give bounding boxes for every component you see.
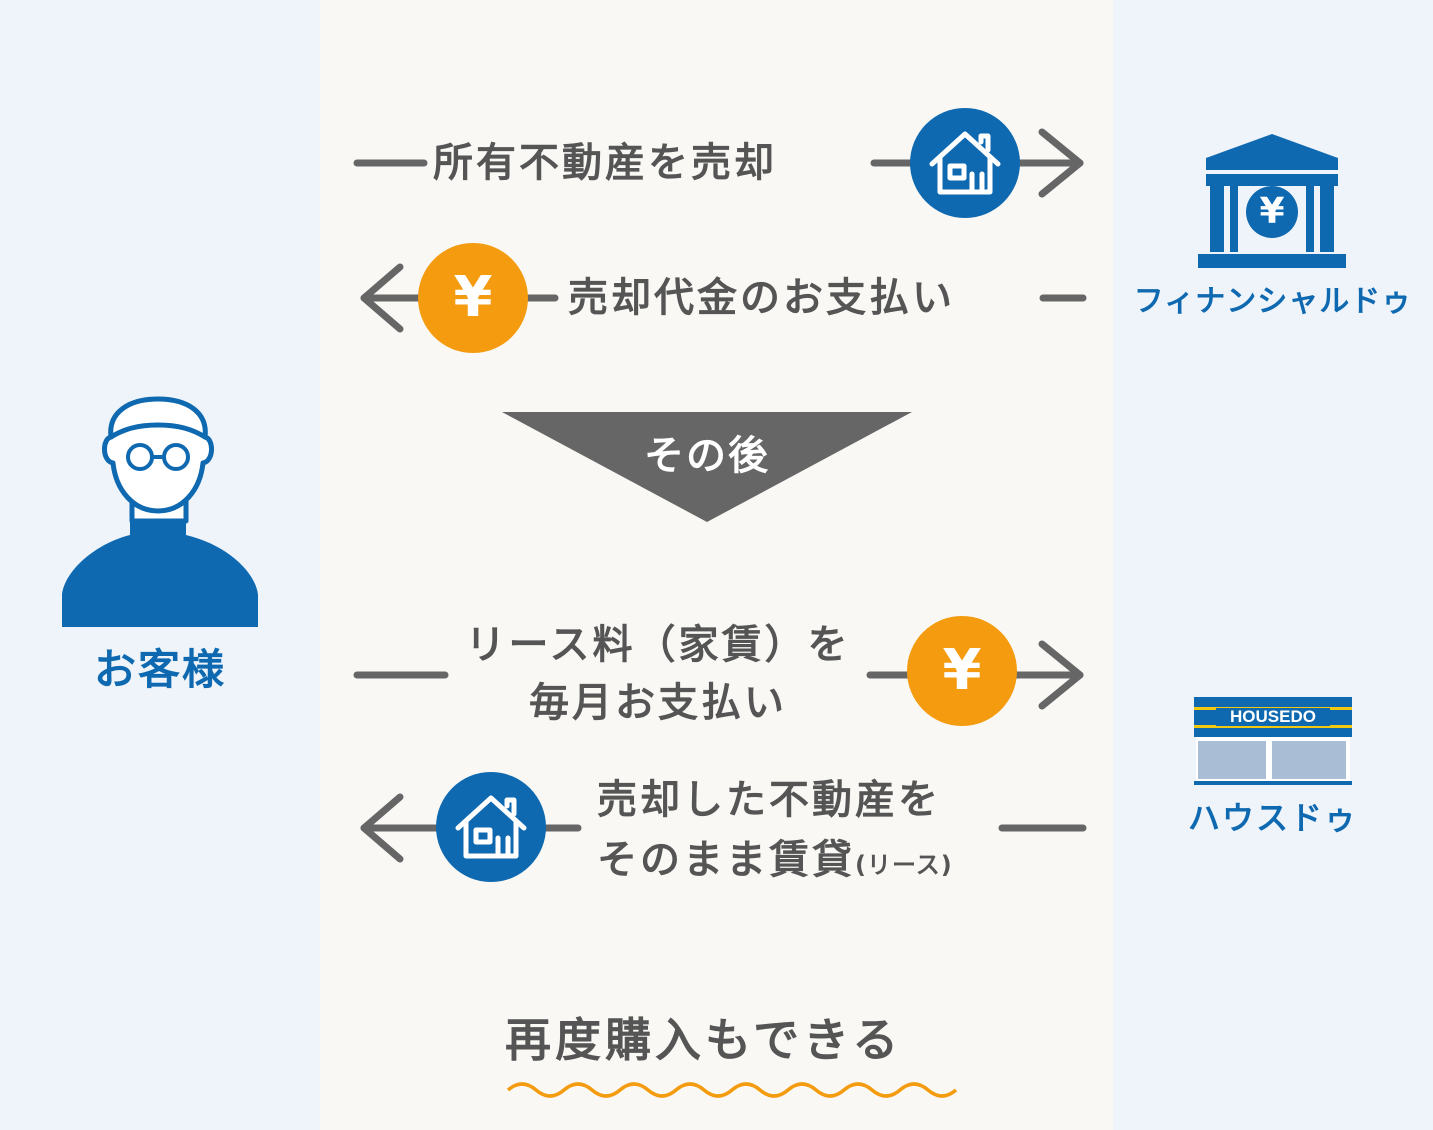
- leaseback-arrowhead: [360, 793, 404, 863]
- lease-back-line1: 売却した不動産を: [597, 777, 941, 823]
- sale-payment-label: 売却代金のお支払い: [568, 275, 955, 321]
- sell-arrowhead: [1038, 128, 1084, 198]
- yen-symbol: ¥: [453, 265, 493, 330]
- house-icon: [436, 772, 546, 882]
- lease-fee-label: リース料（家賃）を 毎月お支払い: [458, 616, 858, 732]
- bank-yen-symbol: ¥: [1259, 191, 1285, 232]
- lease-back-line2-small: (リース): [855, 851, 953, 879]
- housedo-label: ハウスドゥ: [1187, 799, 1358, 837]
- leasefee-arrowhead: [1038, 640, 1084, 710]
- finance-label: フィナンシャルドゥ: [1133, 284, 1413, 319]
- repurchase-label: 再度購入もできる: [505, 1013, 903, 1067]
- housedo-logo-text: HOUSEDO: [1230, 707, 1316, 726]
- lease-back-line2: そのまま賃貸(リース): [597, 830, 953, 895]
- wavy-underline: [506, 1082, 958, 1098]
- lease-back-label: 売却した不動産を そのまま賃貸(リース): [597, 770, 953, 895]
- customer-person-icon: [62, 396, 258, 627]
- customer-label: お客様: [93, 645, 226, 694]
- lease-back-line2-main: そのまま賃貸: [597, 837, 855, 883]
- yen-icon: ¥: [418, 243, 528, 353]
- housedo-store-icon: HOUSEDO: [1194, 697, 1352, 787]
- housedo-sign: HOUSEDO: [1194, 697, 1352, 737]
- after-label: その後: [644, 433, 770, 479]
- store-window: [1198, 741, 1266, 779]
- bank-icon: [1198, 134, 1346, 268]
- payment-arrowhead: [360, 263, 404, 333]
- store-door: [1272, 741, 1346, 779]
- after-triangle: [502, 412, 912, 522]
- house-icon: [910, 108, 1020, 218]
- sell-property-label: 所有不動産を売却: [433, 140, 777, 186]
- lease-fee-line1: リース料（家賃）を: [465, 622, 851, 668]
- yen-icon: ¥: [907, 616, 1017, 726]
- yen-symbol: ¥: [942, 638, 982, 703]
- lease-fee-line2: 毎月お支払い: [529, 680, 787, 726]
